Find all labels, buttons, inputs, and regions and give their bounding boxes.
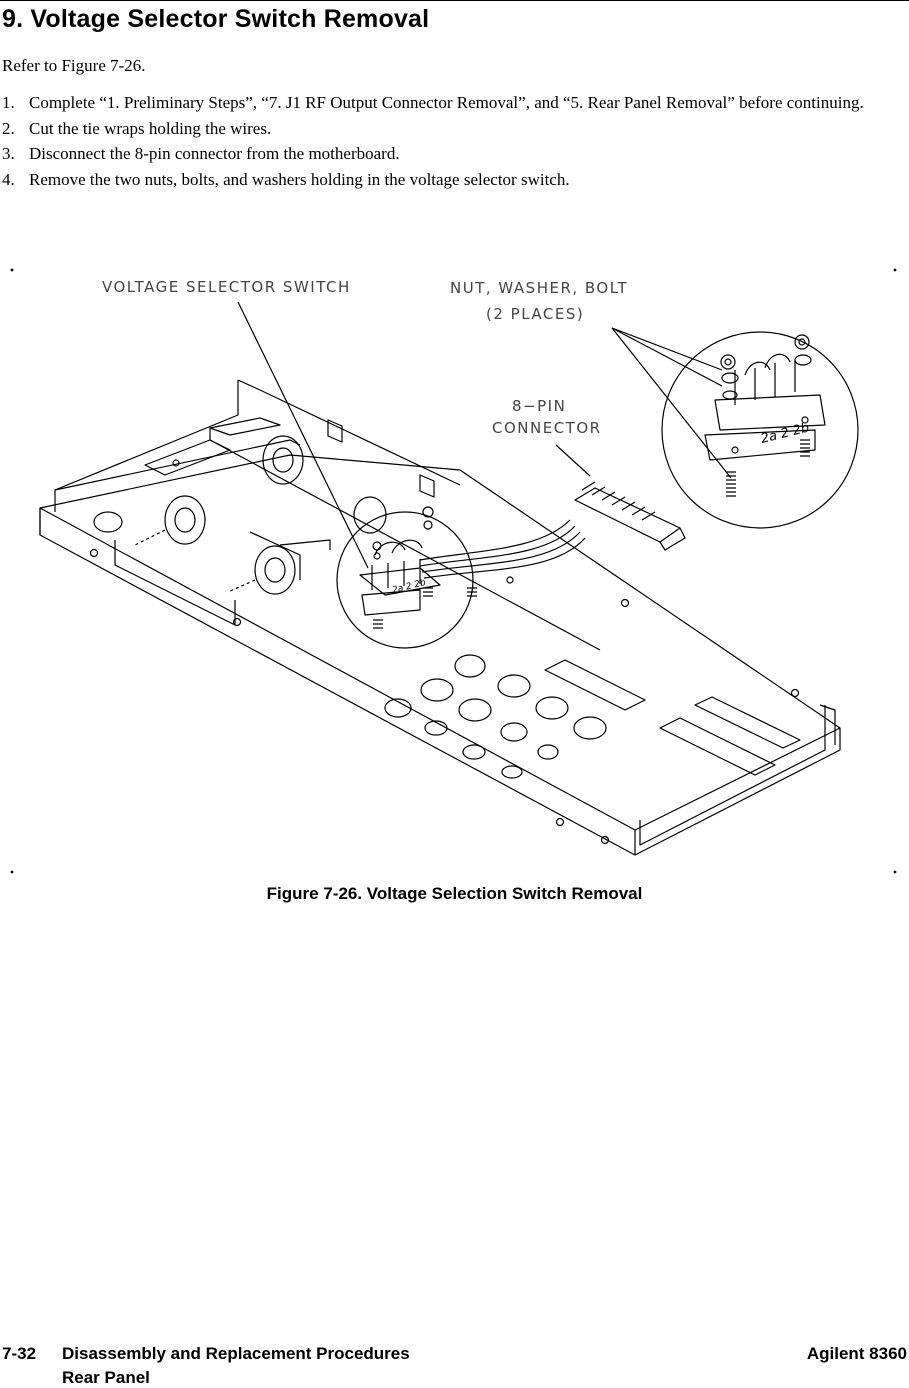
step-text: Cut the tie wraps holding the wires. xyxy=(29,118,272,138)
switch-marking-small: 2a 2 2b xyxy=(391,578,427,596)
step-text: Remove the two nuts, bolts, and washers … xyxy=(29,169,570,189)
section-title: 9. Voltage Selector Switch Removal xyxy=(2,5,430,33)
figure-illustration: VOLTAGE SELECTOR SWITCH NUT, WASHER, BOL… xyxy=(0,250,909,890)
step-item: 4. Remove the two nuts, bolts, and washer… xyxy=(2,167,902,193)
chassis-drawing: VOLTAGE SELECTOR SWITCH NUT, WASHER, BOL… xyxy=(10,268,897,874)
leader-switch xyxy=(237,301,369,569)
step-item: 2. Cut the tie wraps holding the wires. xyxy=(2,116,902,142)
procedure-steps: 1. Complete “1. Preliminary Steps”, “7. J… xyxy=(2,90,902,192)
page-number: 7-32 xyxy=(2,1344,37,1363)
intro-text: Refer to Figure 7-26. xyxy=(2,56,146,75)
leader-connector xyxy=(555,444,591,477)
step-item: 3. Disconnect the 8-pin connector from th… xyxy=(2,141,902,167)
label-connector: CONNECTOR xyxy=(492,419,602,437)
step-number: 3. xyxy=(2,144,15,163)
label-nut-washer-bolt: NUT, WASHER, BOLT xyxy=(450,279,628,297)
label-two-places: (2 PLACES) xyxy=(486,305,584,323)
step-number: 1. xyxy=(2,93,15,112)
step-number: 2. xyxy=(2,118,15,138)
footer-section: Disassembly and Replacement Procedures xyxy=(62,1344,410,1363)
step-item: 1. Complete “1. Preliminary Steps”, “7. J… xyxy=(2,90,902,116)
top-rule xyxy=(0,0,909,1)
footer-subsection: Rear Panel xyxy=(62,1368,150,1387)
label-voltage-selector-switch: VOLTAGE SELECTOR SWITCH xyxy=(102,278,351,296)
chassis-outline xyxy=(39,507,841,856)
switch-marking-large: 2a 2 2b xyxy=(759,420,810,446)
footer-brand: Agilent 8360 xyxy=(806,1344,907,1363)
leader-hardware xyxy=(611,327,732,479)
label-8-pin: 8−PIN xyxy=(512,397,566,415)
step-text: Disconnect the 8-pin connector from the … xyxy=(29,144,400,163)
step-number: 4. xyxy=(2,169,15,189)
figure-caption: Figure 7-26. Voltage Selection Switch Re… xyxy=(266,884,643,903)
step-text: Complete “1. Preliminary Steps”, “7. J1 … xyxy=(29,93,864,112)
